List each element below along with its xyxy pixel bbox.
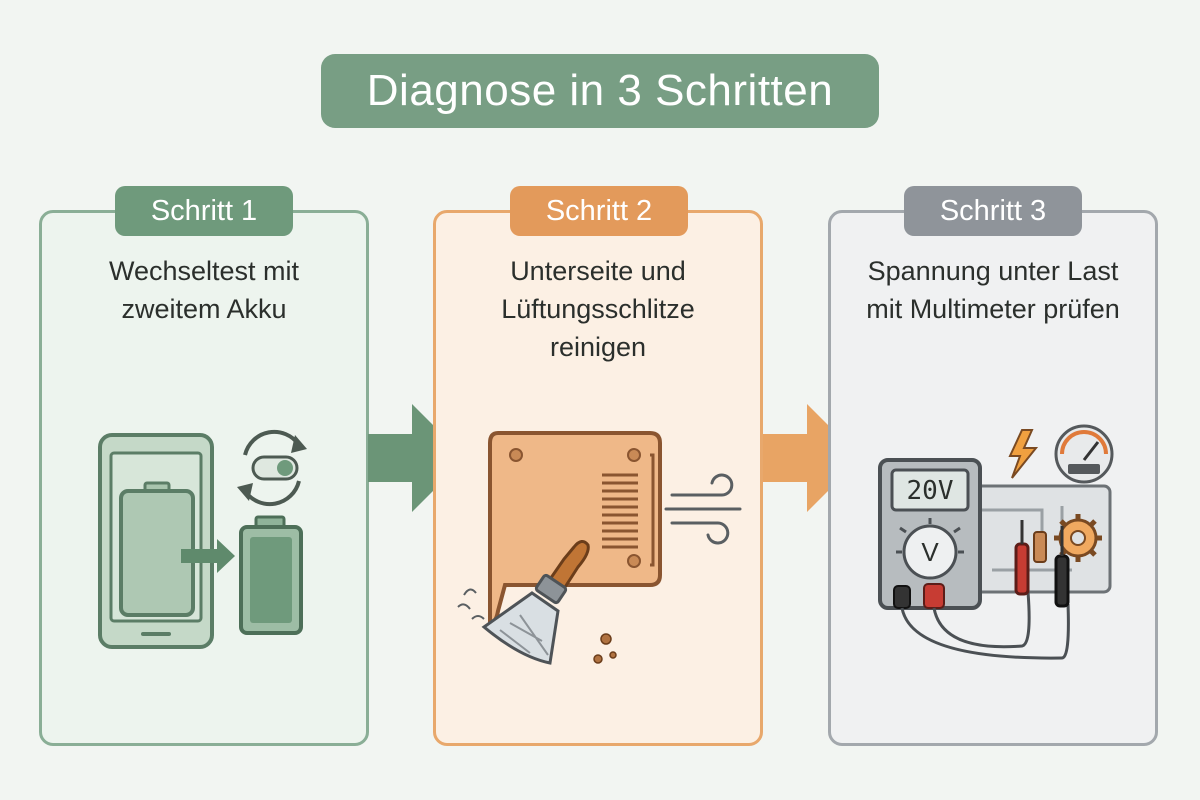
step-3-description: Spannung unter Last mit Multimeter prüfe… bbox=[866, 256, 1120, 324]
multimeter-icon: 20V V bbox=[878, 458, 982, 610]
page-title: Diagnose in 3 Schritten bbox=[321, 54, 879, 128]
step-3-illustration: 20V V bbox=[878, 424, 1114, 660]
multimeter-dial-label: V bbox=[921, 537, 939, 567]
vent-slots-icon bbox=[602, 473, 638, 549]
step-3-badge: Schritt 3 bbox=[904, 186, 1082, 236]
gear-icon bbox=[1054, 514, 1102, 562]
multimeter-display: 20V bbox=[907, 476, 954, 506]
arrow-right-icon bbox=[181, 539, 235, 573]
laptop-underside-icon bbox=[488, 431, 662, 626]
step-2-illustration bbox=[457, 431, 742, 665]
gauge-icon bbox=[1054, 424, 1114, 484]
step-2-badge: Schritt 2 bbox=[510, 186, 688, 236]
arrow-step1-to-step2 bbox=[368, 404, 466, 512]
step-1-badge: Schritt 1 bbox=[115, 186, 293, 236]
probe-icon bbox=[900, 520, 1070, 660]
airflow-icon bbox=[664, 473, 742, 545]
arrow-step2-to-step3 bbox=[763, 404, 861, 512]
step-1-illustration bbox=[98, 429, 307, 649]
dust-icon bbox=[457, 588, 617, 664]
spare-battery-icon bbox=[239, 515, 303, 635]
step-2-description: Unterseite und Lüftungsschlitze reinigen bbox=[501, 256, 695, 362]
step-1-description: Wechseltest mit zweitem Akku bbox=[108, 256, 300, 324]
swap-toggle-icon bbox=[237, 429, 307, 507]
lightning-icon bbox=[1008, 429, 1039, 479]
brush-icon bbox=[481, 540, 590, 665]
